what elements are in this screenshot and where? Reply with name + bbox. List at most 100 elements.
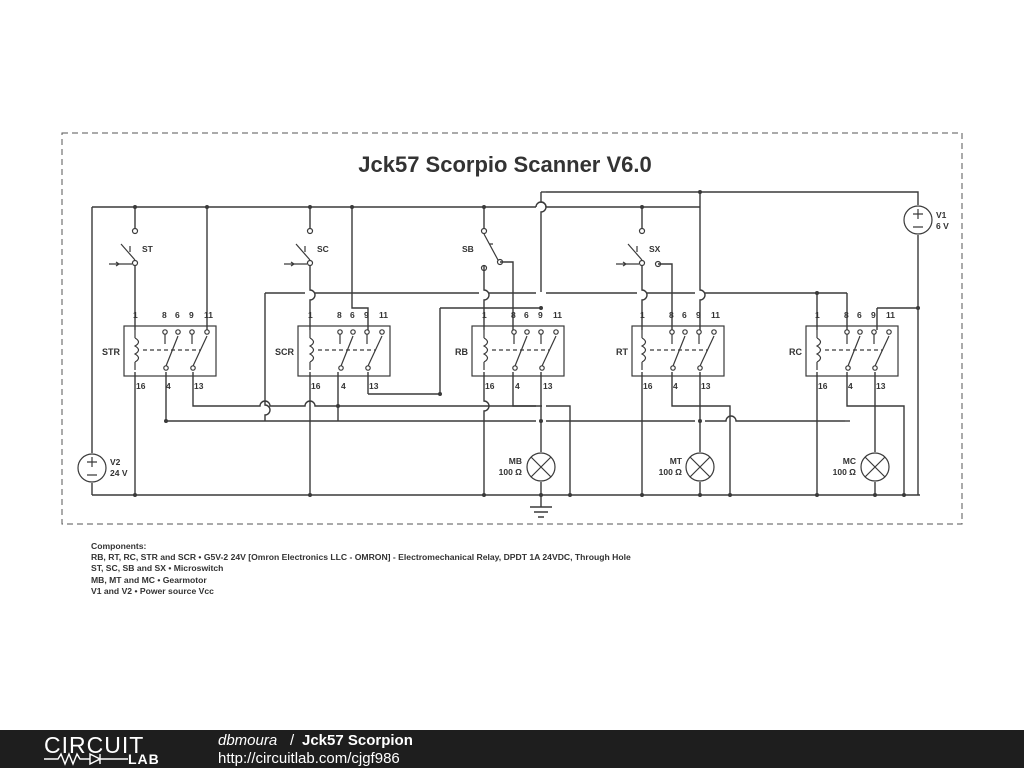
relay-contacts (165, 335, 208, 367)
relay-pin-label: 11 (553, 310, 562, 320)
source-label-v2: V2 (110, 457, 121, 467)
relay-body (631, 325, 725, 377)
relay-pin-label: 9 (364, 310, 369, 320)
switch-label-sc: SC (317, 244, 329, 254)
relay-coil (133, 330, 140, 370)
motor-mb: MB 100 Ω (499, 452, 556, 482)
switch-st: ST (109, 227, 154, 267)
relay-pin-label: 4 (166, 381, 171, 391)
relay-pin-label: 1 (640, 310, 645, 320)
relay-pin-label: 6 (524, 310, 529, 320)
relay-pin-label: 8 (511, 310, 516, 320)
relay-pin-label: 13 (543, 381, 553, 391)
relay-label-rt: RT (616, 347, 628, 357)
relay-pin-label: 1 (308, 310, 313, 320)
relay-pin-label: 9 (189, 310, 194, 320)
relay-pin-label: 6 (350, 310, 355, 320)
logo-resistor-icon (44, 752, 128, 766)
relay-pin-label: 1 (482, 310, 487, 320)
relay-label-scr: SCR (275, 347, 295, 357)
switch-label-st: ST (142, 244, 154, 254)
relay-pin-label: 4 (673, 381, 678, 391)
relay-body (471, 325, 565, 377)
source-v1: V1 6 V (903, 205, 949, 235)
schematic-border (61, 132, 963, 525)
relay-label-str: STR (102, 347, 121, 357)
switch-sc: SC (284, 227, 329, 267)
relay-contacts (672, 335, 715, 367)
project-url-link[interactable]: http://circuitlab.com/cjgf986 (218, 750, 400, 767)
diagram-title: Jck57 Scorpio Scanner V6.0 (358, 152, 652, 177)
junction-dots (133, 190, 920, 497)
relay-pin-label: 11 (886, 310, 895, 320)
source-value-v2: 24 V (110, 468, 128, 478)
relay-pin-label: 16 (311, 381, 321, 391)
relay-pin-label: 8 (844, 310, 849, 320)
relay-pin-label: 9 (871, 310, 876, 320)
relay-pin-label: 1 (815, 310, 820, 320)
relay-pin-label: 8 (162, 310, 167, 320)
motor-mc: MC 100 Ω (833, 452, 890, 482)
motor-value-mb: 100 Ω (499, 467, 523, 477)
components-notes: Components:RB, RT, RC, STR and SCR • G5V… (91, 541, 631, 597)
relay-pin-label: 4 (848, 381, 853, 391)
relay-label-rb: RB (455, 347, 468, 357)
relay-pin-label: 6 (175, 310, 180, 320)
relay-pin-label: 16 (136, 381, 146, 391)
relay-coil (308, 330, 315, 370)
source-value-v1: 6 V (936, 221, 949, 231)
motor-label-mb: MB (509, 456, 522, 466)
switch-label-sb: SB (462, 244, 474, 254)
wires (91, 191, 920, 518)
relay-pin-label: 13 (701, 381, 711, 391)
notes-line-sources: V1 and V2 • Power source Vcc (91, 585, 214, 596)
relay-label-rc: RC (789, 347, 802, 357)
motor-label-mc: MC (843, 456, 856, 466)
relay-contacts (847, 335, 890, 367)
relay-pin-label: 6 (682, 310, 687, 320)
relay-pin-label: 11 (711, 310, 720, 320)
notes-line-relays: RB, RT, RC, STR and SCR • G5V-2 24V [Omr… (91, 552, 631, 563)
motor-mt: MT 100 Ω (659, 452, 715, 482)
relay-pin-label: 8 (669, 310, 674, 320)
source-label-v1: V1 (936, 210, 947, 220)
relay-pin-label: 16 (818, 381, 828, 391)
relay-pin-label: 11 (379, 310, 388, 320)
relay-contacts (340, 335, 383, 367)
relay-pin-label: 1 (133, 310, 138, 320)
relay-pin-label: 4 (515, 381, 520, 391)
motor-label-mt: MT (670, 456, 683, 466)
relay-pin-label: 9 (696, 310, 701, 320)
relay-pin-label: 13 (369, 381, 379, 391)
switch-sx: SX (616, 227, 662, 268)
notes-line-switches: ST, SC, SB and SX • Microswitch (91, 563, 224, 574)
relay-body (805, 325, 899, 377)
motor-value-mc: 100 Ω (833, 467, 857, 477)
schematic-diagram: Jck57 Scorpio Scanner V6.0 (61, 132, 963, 525)
relay-pin-label: 13 (194, 381, 204, 391)
relay-coil (640, 330, 647, 370)
footer-bar: CIRCUIT LAB dbmoura / Jck57 Scorpion htt… (0, 730, 1024, 768)
relay-body (297, 325, 391, 377)
notes-heading: Components: (91, 541, 147, 551)
author-link[interactable]: dbmoura (218, 732, 278, 749)
relay-pin-label: 16 (485, 381, 495, 391)
switch-sb: SB (462, 227, 504, 272)
relay-pin-label: 13 (876, 381, 886, 391)
relay-pin-label: 8 (337, 310, 342, 320)
relay-body (123, 325, 217, 377)
relay-pin-label: 6 (857, 310, 862, 320)
switch-label-sx: SX (649, 244, 661, 254)
footer-separator: / (290, 732, 295, 749)
logo-lab-text: LAB (128, 751, 160, 767)
relay-contacts (514, 335, 557, 367)
relay-coil (815, 330, 822, 370)
relay-pin-label: 11 (204, 310, 213, 320)
relay-coil (482, 330, 489, 370)
